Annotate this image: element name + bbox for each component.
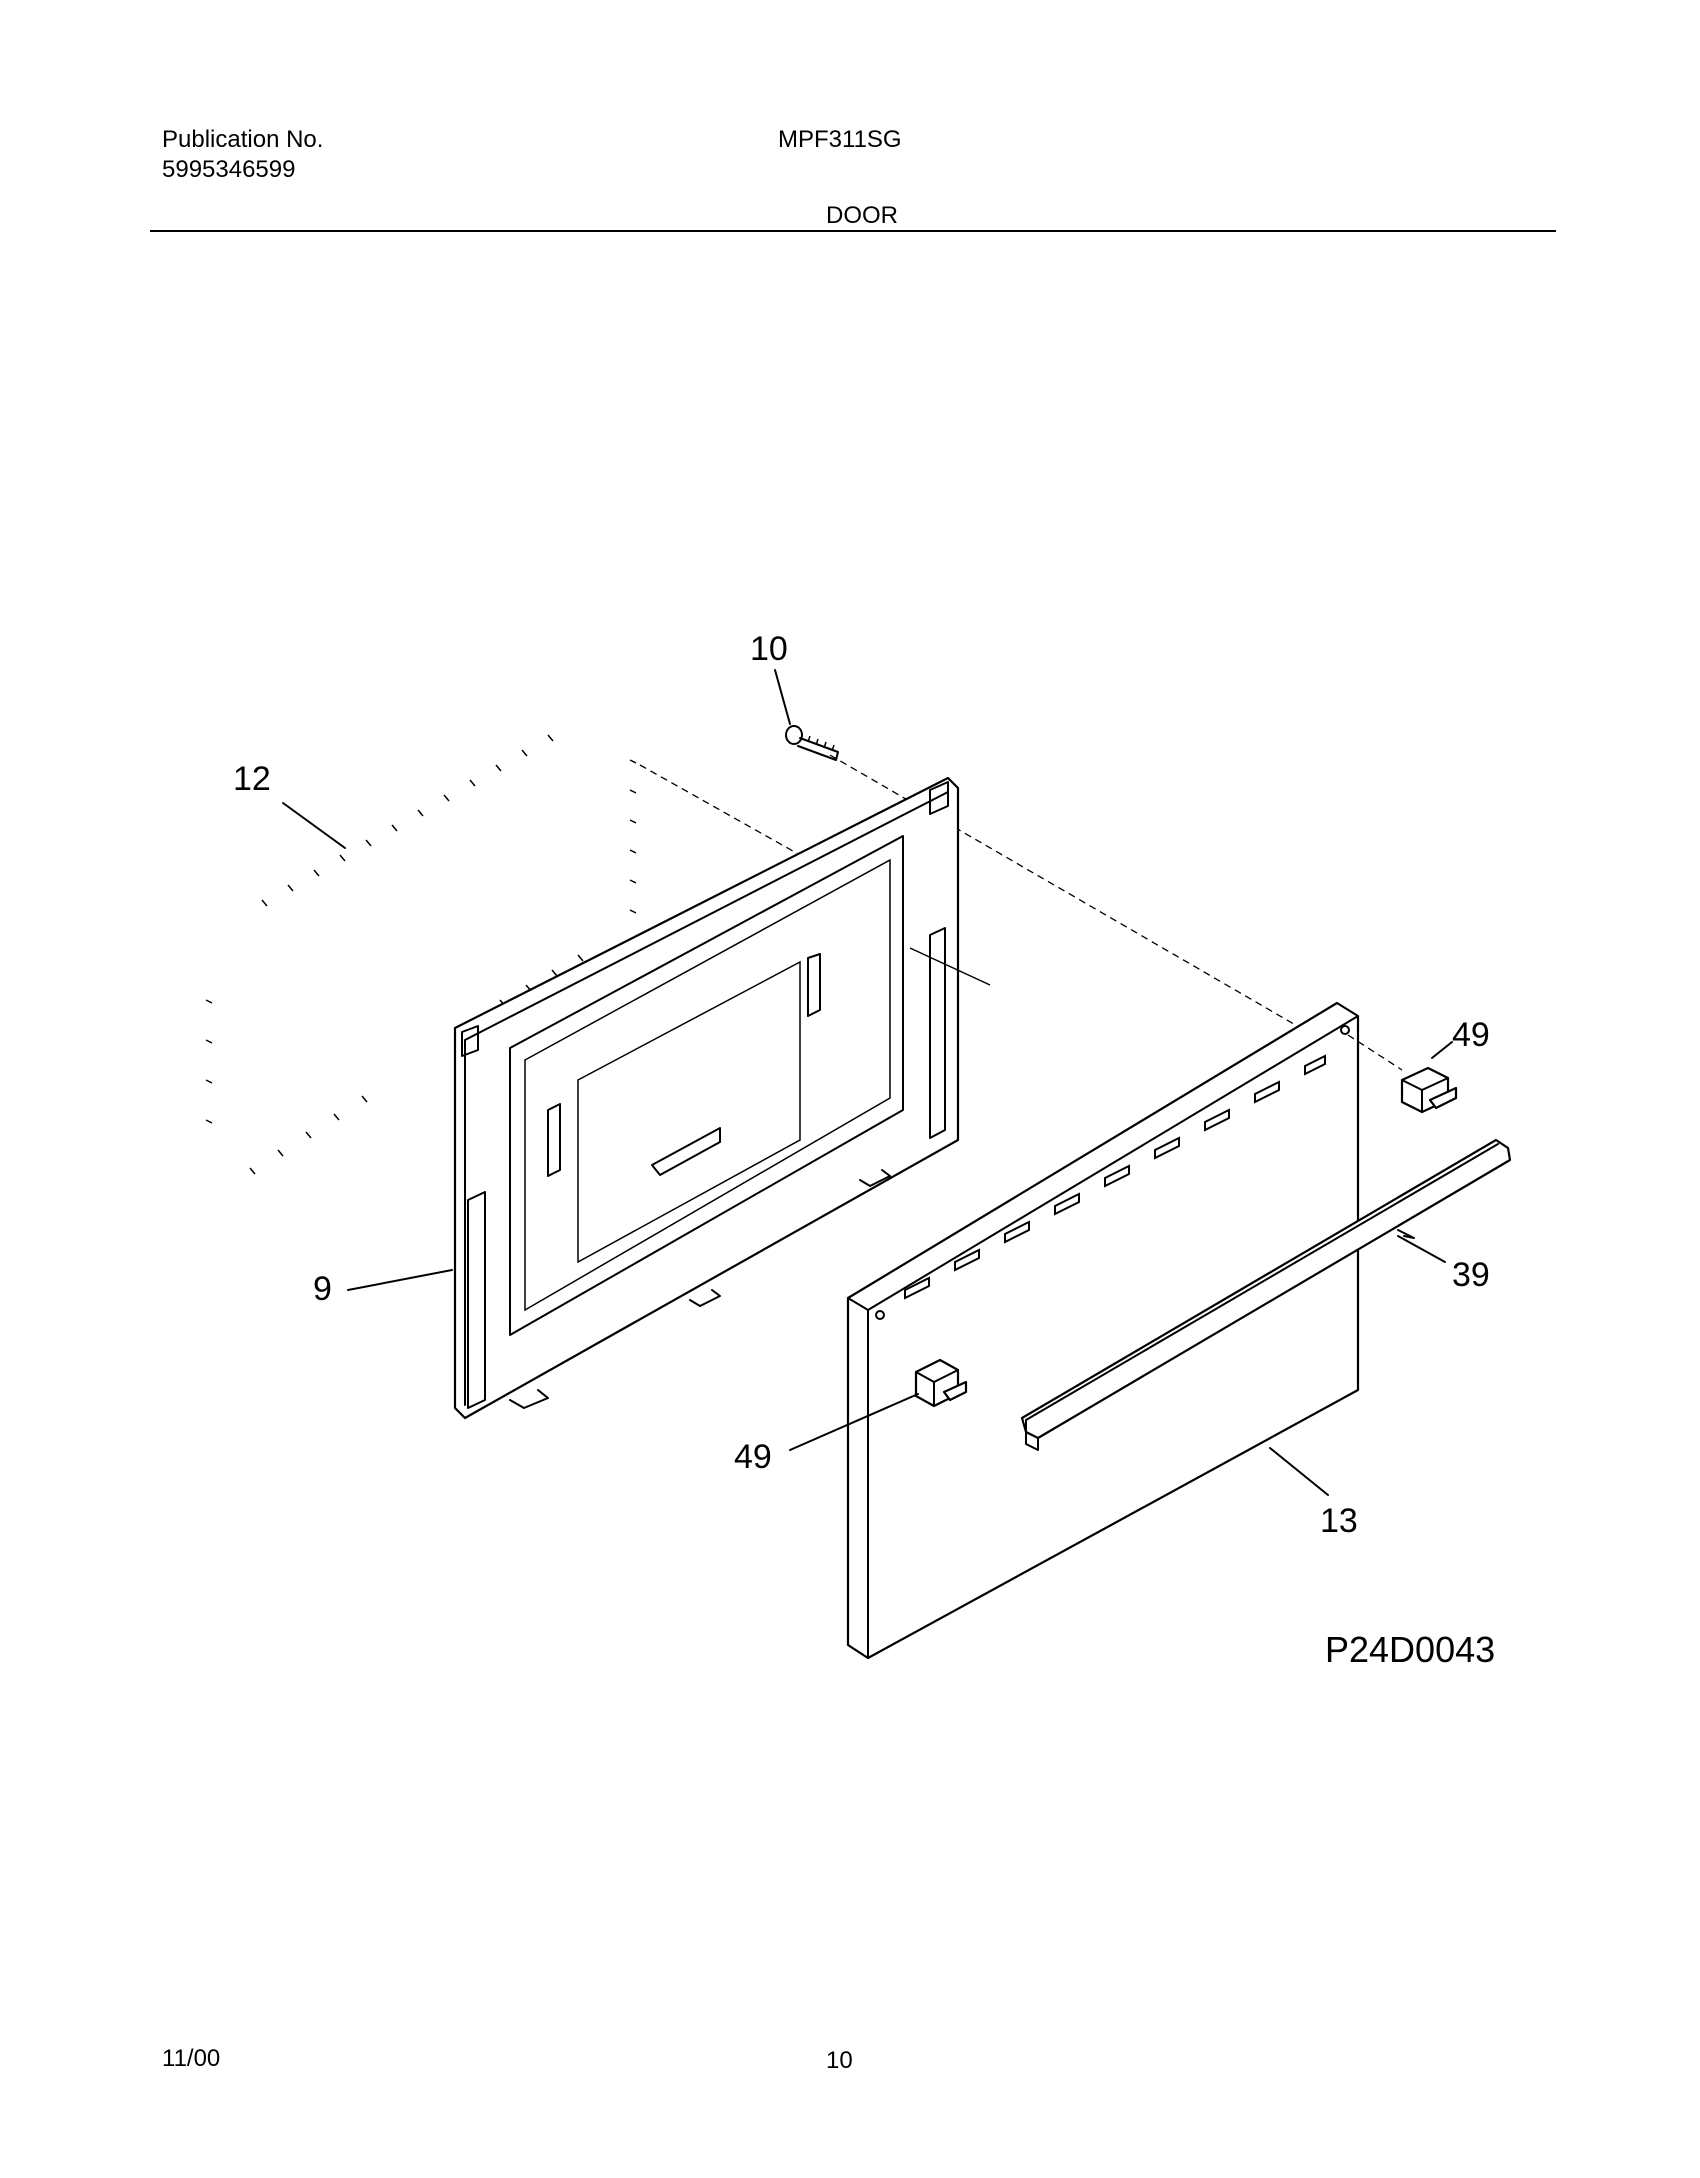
hinge-cover-49-top xyxy=(1347,1034,1458,1114)
door-liner-9 xyxy=(453,776,991,1420)
header-rule xyxy=(150,230,1556,232)
callout-13: 13 xyxy=(1320,1502,1358,1540)
callout-49-bottom: 49 xyxy=(734,1438,772,1476)
callout-12: 12 xyxy=(233,760,271,798)
callout-49-top: 49 xyxy=(1452,1016,1490,1054)
handle-trim-39 xyxy=(1020,1138,1512,1451)
section-title: DOOR xyxy=(826,202,898,229)
outer-panel-13 xyxy=(846,1001,1360,1660)
footer-date: 11/00 xyxy=(162,2045,221,2072)
leader-lines xyxy=(282,669,1453,1496)
callout-10: 10 xyxy=(750,630,788,668)
figure-id: P24D0043 xyxy=(1325,1629,1495,1670)
publication-label: Publication No. xyxy=(162,126,324,153)
screw-10 xyxy=(785,725,839,761)
model-number: MPF311SG xyxy=(778,126,902,153)
hinge-cover-49-bottom xyxy=(914,1358,968,1408)
page-number: 10 xyxy=(826,2047,853,2074)
publication-number: 5995346599 xyxy=(162,156,296,183)
callout-9: 9 xyxy=(313,1270,332,1308)
callout-39: 39 xyxy=(1452,1256,1490,1294)
